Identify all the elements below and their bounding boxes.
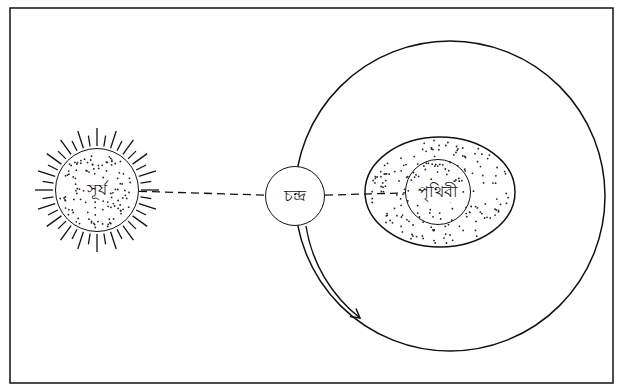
sun-rays <box>35 128 159 252</box>
moon-circle: চন্দ্র <box>265 166 325 226</box>
dashed-connector <box>139 191 265 195</box>
orbit-arrow <box>306 226 360 318</box>
node-label: চন্দ্র <box>282 186 308 207</box>
node-label: পৃথিবী <box>416 182 460 203</box>
frame <box>10 8 613 383</box>
stipple <box>59 140 509 244</box>
dashed-connector <box>325 193 405 195</box>
orbit-circle <box>295 41 605 351</box>
sun-circle: সূর্য <box>55 148 139 232</box>
earth-circle: পৃথিবী <box>405 159 471 225</box>
tidal-bulge <box>365 137 515 247</box>
node-label: সূর্য <box>85 180 109 201</box>
